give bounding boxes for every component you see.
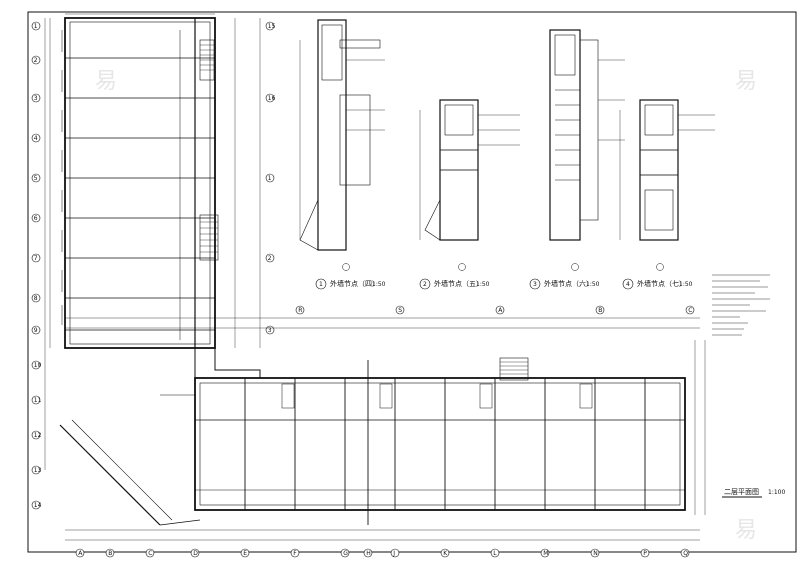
axis-label-bottom: P: [643, 550, 647, 557]
axis-label-left: 13: [34, 467, 42, 474]
axis-label-left: 2: [34, 57, 38, 64]
axis-label-bottom: G: [343, 550, 348, 557]
detail-num-3: 3: [533, 281, 537, 288]
detail-3: [549, 29, 625, 271]
axis-label-bottom: H: [366, 550, 371, 557]
detail-title-text-3: 外墙节点（六）: [544, 279, 593, 288]
detail-scale-3: 1:50: [586, 281, 600, 288]
watermark-top-left: 易: [95, 69, 117, 94]
tower-plan: [44, 13, 261, 470]
plan-title: 二层平面图 1:100: [722, 488, 785, 498]
axis-label-left: 4: [34, 135, 38, 142]
axis-label-bottom: A: [498, 307, 503, 314]
plan-title-text: 二层平面图: [724, 488, 759, 496]
axis-label-left: 1: [268, 175, 272, 182]
detail-scale-2: 1:50: [476, 281, 490, 288]
axis-label-left: 3: [34, 95, 38, 102]
detail-title-2: 2 外墙节点（五） 1:50: [419, 278, 490, 290]
axis-label-left: 8: [34, 295, 38, 302]
detail-4: [619, 99, 715, 271]
axis-label-bottom: K: [443, 550, 448, 557]
plan-scale-text: 1:100: [768, 489, 785, 496]
detail-num-4: 4: [626, 281, 630, 288]
axis-label-left: 14: [34, 502, 42, 509]
watermark-top-right: 易: [735, 69, 757, 94]
detail-title-text-4: 外墙节点（七）: [637, 279, 686, 288]
axis-label-left: 10: [34, 362, 42, 369]
detail-title-text-1: 外墙节点（四）: [330, 279, 379, 288]
detail-title-1: 1 外墙节点（四） 1:50: [315, 278, 386, 290]
axis-label-bottom: C: [148, 550, 152, 557]
axis-label-bottom: E: [243, 550, 247, 557]
detail-scale-4: 1:50: [679, 281, 693, 288]
axis-label-bottom: J: [392, 550, 395, 557]
main-plan: [59, 317, 706, 541]
detail-title-4: 4 外墙节点（七） 1:50: [622, 278, 693, 290]
axis-label-left: 9: [34, 327, 38, 334]
axis-label-left: 1: [34, 23, 38, 30]
axis-label-bottom: M: [543, 550, 548, 557]
detail-title-text-2: 外墙节点（五）: [434, 279, 483, 288]
axis-label-left: 11: [34, 397, 42, 404]
notes-block: [712, 274, 770, 336]
axis-bubbles-bottom: [75, 305, 695, 558]
sheet-border: [27, 11, 797, 553]
axis-label-left: 16: [268, 95, 276, 102]
detail-num-2: 2: [423, 281, 427, 288]
axis-label-left: 7: [34, 255, 38, 262]
axis-label-bottom: S: [398, 307, 402, 314]
axis-label-bottom: L: [493, 550, 497, 557]
axis-label-left: 5: [34, 175, 38, 182]
detail-2: [419, 99, 520, 271]
detail-1: [299, 19, 385, 271]
axis-label-left: 15: [268, 23, 276, 30]
watermark-layer: 易 易 易: [95, 69, 757, 543]
axis-label-bottom: B: [598, 307, 602, 314]
axis-label-bottom: Q: [683, 550, 688, 557]
axis-label-left: 2: [268, 255, 272, 262]
axis-label-bottom: A: [78, 550, 83, 557]
axis-label-left: 12: [34, 432, 42, 439]
detail-num-1: 1: [319, 281, 323, 288]
axis-label-bottom: F: [293, 550, 297, 557]
watermark-bottom-right: 易: [735, 518, 757, 543]
axis-label-bottom: N: [593, 550, 598, 557]
axis-label-bottom: R: [298, 307, 302, 314]
wall-details: [299, 19, 715, 271]
axis-label-bottom: C: [688, 307, 692, 314]
detail-titles: 1 外墙节点（四） 1:50 2 外墙节点（五） 1:50 3 外墙节点（六） …: [315, 278, 693, 290]
detail-title-3: 3 外墙节点（六） 1:50: [529, 278, 600, 290]
axis-label-left: 3: [268, 327, 272, 334]
detail-scale-1: 1:50: [372, 281, 386, 288]
axis-label-bottom: D: [193, 550, 198, 557]
axis-label-left: 6: [34, 215, 38, 222]
axis-label-bottom: B: [108, 550, 112, 557]
